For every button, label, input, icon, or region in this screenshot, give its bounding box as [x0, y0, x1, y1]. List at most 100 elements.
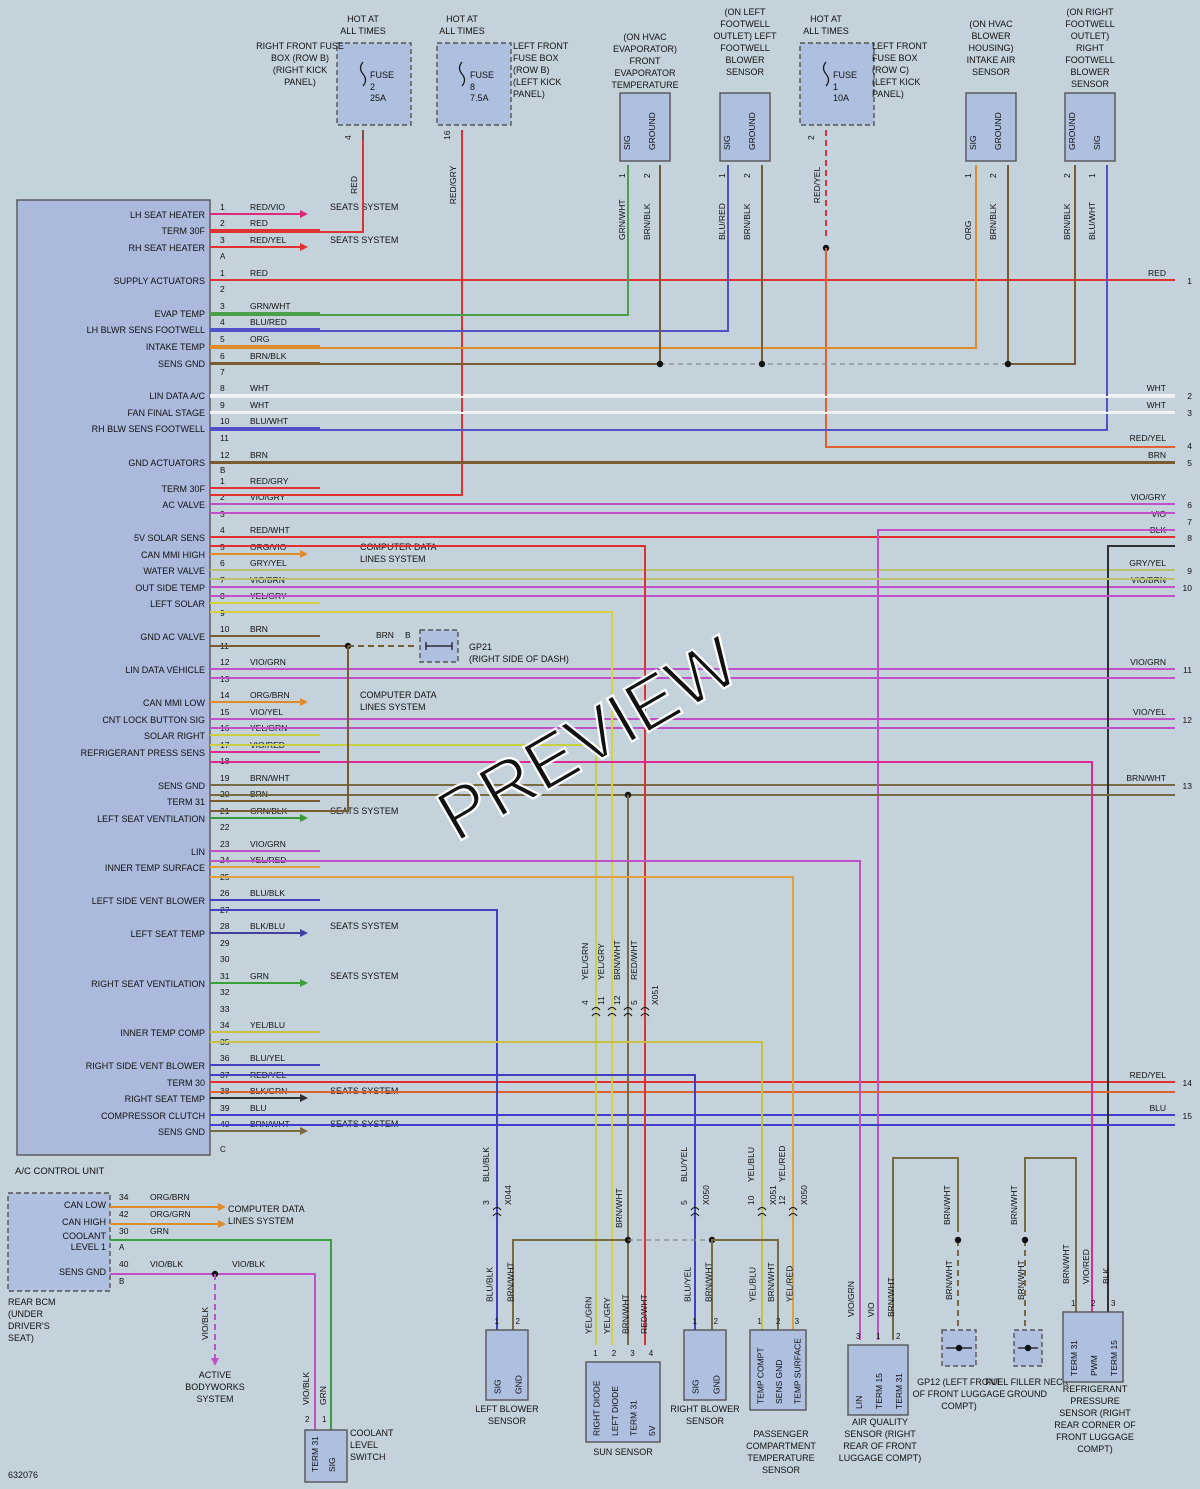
component-pin-label: PWM	[1089, 1355, 1099, 1376]
label-line: RIGHT BLOWER	[670, 1404, 740, 1414]
label-line: FOOTWELL	[720, 43, 770, 53]
label-line: SEATS SYSTEM	[330, 971, 398, 981]
sensor-box	[1064, 92, 1116, 162]
label-line: LINES SYSTEM	[360, 554, 426, 564]
splice-dot	[954, 1236, 962, 1244]
acu-pin-number: 3	[220, 301, 225, 311]
ground-dot	[955, 1344, 963, 1352]
wire-brn-wht	[892, 1157, 959, 1340]
label-line: LINES SYSTEM	[228, 1216, 294, 1226]
acu-pin-label: INNER TEMP SURFACE	[105, 863, 205, 873]
splice-dot	[758, 360, 766, 368]
bcm-pin-number: 42	[119, 1209, 129, 1219]
acu-pin-label: SUPPLY ACTUATORS	[114, 276, 205, 286]
label-line: EVAPORATOR)	[613, 44, 677, 54]
acu-pin-label: 5V SOLAR SENS	[134, 533, 205, 543]
sensor-pin-label: SIG	[1092, 135, 1102, 150]
right-wire-label: WHT	[1147, 383, 1166, 393]
label-line: (RIGHT KICK	[273, 65, 327, 75]
right-wire-label: BRN/WHT	[1126, 773, 1166, 783]
label-line: SUN SENSOR	[593, 1447, 653, 1457]
sensor-pin-label: SIG	[968, 135, 978, 150]
label-line: SEATS SYSTEM	[330, 806, 398, 816]
acu-pin-number: 1	[220, 268, 225, 278]
right-wire-label: RED	[1148, 268, 1166, 278]
acu-pin-number: 9	[220, 400, 225, 410]
label-line: ALL TIMES	[439, 26, 485, 36]
sensor-pin-label: GROUND	[647, 112, 657, 150]
acu-pin-label: WATER VALVE	[143, 566, 205, 576]
component-pin-label: LIN	[854, 1396, 864, 1409]
right-wire-label: VIO/YEL	[1133, 707, 1166, 717]
wire-color-label: VIO/YEL	[250, 707, 283, 717]
wire-color-label: BLU	[250, 1103, 267, 1113]
component-pin-label: SIG	[493, 1379, 503, 1394]
label-line: FRONT	[630, 56, 661, 66]
bottom-component-box	[749, 1329, 807, 1411]
label-line: CAN HIGH	[62, 1217, 106, 1227]
acu-pin-number: 19	[220, 773, 230, 783]
sensor-pin-number: 1	[617, 173, 627, 178]
wire-label: VIO/BLK	[200, 1307, 210, 1340]
acu-pin-label: GND AC VALVE	[140, 632, 205, 642]
fuse-name: FUSE	[370, 70, 394, 80]
label-line: AIR QUALITY	[852, 1417, 908, 1427]
acu-pin-number: 2	[220, 284, 225, 294]
sensor-pin-number: 1	[963, 173, 973, 178]
wire-red-wht	[210, 545, 646, 1345]
acu-pin-label: INNER TEMP COMP	[120, 1028, 205, 1038]
component-pin-number: 1	[876, 1332, 881, 1341]
destination-label: SEATS SYSTEM	[330, 235, 398, 245]
bcm-pin-label: SENS GND	[59, 1267, 107, 1277]
splice-dot	[1021, 1236, 1029, 1244]
component-wire-label: BRN/WHT	[886, 1277, 896, 1317]
destination-label: SEATS SYSTEM	[330, 971, 398, 981]
right-wire-label: VIO/GRN	[1130, 657, 1166, 667]
gp21-desc: (RIGHT SIDE OF DASH)	[469, 654, 569, 664]
wire-color-label: GRY/YEL	[250, 558, 287, 568]
connector-icon	[623, 1006, 633, 1017]
component-wire-label: BRN/WHT	[704, 1262, 714, 1302]
acu-pin-label: CAN MMI LOW	[143, 698, 206, 708]
acu-pin-label: RIGHT SEAT VENTILATION	[91, 979, 205, 989]
component-pin-number: 1	[495, 1317, 500, 1326]
label-line: (ROW B)	[513, 65, 550, 75]
connector-icon	[591, 1006, 601, 1017]
component-pin-number: 1	[757, 1317, 762, 1326]
sensor-wire-label: BRN/BLK	[1062, 203, 1072, 240]
connector-icon	[492, 1206, 502, 1217]
component-wire-label: BRN/WHT	[944, 1260, 954, 1300]
connector-pin-number: 4	[580, 1000, 590, 1005]
sensor-wire-label: BRN/BLK	[988, 203, 998, 240]
sensor-box	[619, 92, 671, 162]
acu-pin-number: 29	[220, 938, 230, 948]
component-wire-label: BLU/YEL	[683, 1267, 693, 1302]
acu-pin-label: RIGHT SIDE VENT BLOWER	[86, 1061, 206, 1071]
connector-icon	[607, 1006, 617, 1017]
label-line: CAN LOW	[64, 1200, 107, 1210]
wire-vio-red	[210, 761, 1093, 1312]
component-wire-label: YEL/RED	[785, 1266, 795, 1302]
acu-pin-number: 34	[220, 1020, 230, 1030]
fuse-rating: 7.5A	[470, 93, 489, 103]
wire-red-yel	[825, 248, 1175, 448]
fuse-box	[436, 42, 512, 126]
acu-pin-number: 36	[220, 1053, 230, 1063]
bcm-pin-label: CAN HIGH	[62, 1217, 106, 1227]
bcm-pin-number: 30	[119, 1226, 129, 1236]
right-ref-number: 6	[1187, 500, 1192, 510]
wire-color-label: YEL/BLU	[250, 1020, 285, 1030]
wire-color-label: VIO/GRN	[250, 839, 286, 849]
right-ref-number: 1	[1187, 276, 1192, 286]
wire-org	[210, 165, 977, 349]
gp21-name: GP21	[469, 642, 492, 652]
